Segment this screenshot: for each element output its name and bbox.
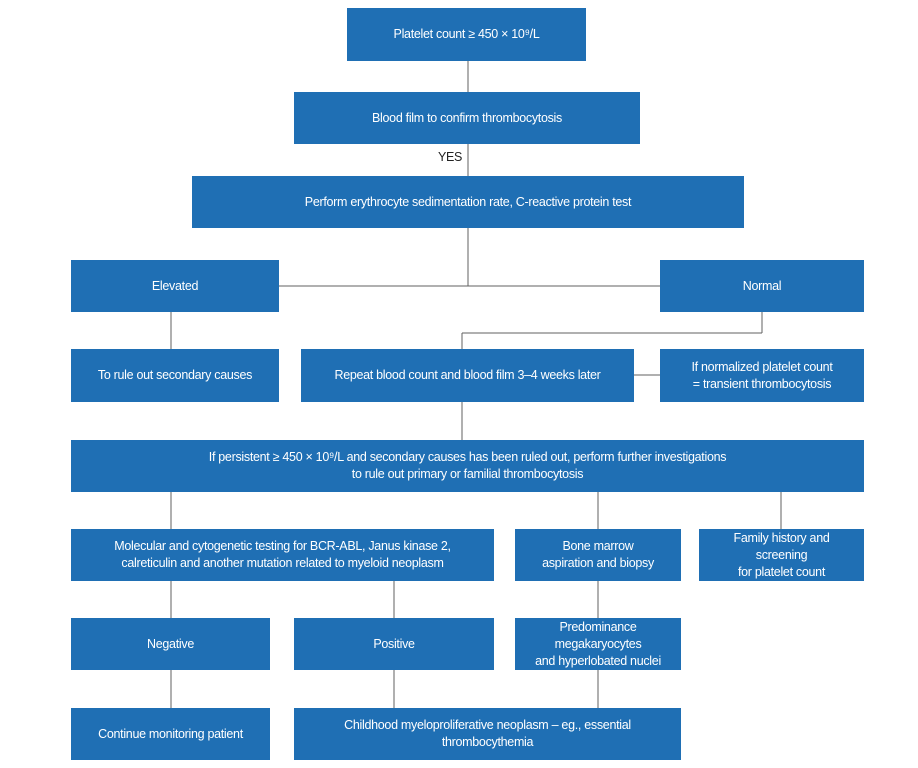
yes-label: YES — [437, 150, 463, 164]
persistent-investigation-text: If persistent ≥ 450 × 10⁹/L and secondar… — [208, 450, 727, 481]
blood-film-box: Blood film to confirm thrombocytosis — [294, 92, 640, 144]
repeat-count-box: Repeat blood count and blood film 3–4 we… — [301, 349, 634, 402]
positive-text: Positive — [373, 636, 415, 651]
positive-box: Positive — [294, 618, 494, 670]
esr-crp-text: Perform erythrocyte sedimentation rate, … — [304, 194, 632, 209]
childhood-mpn-box: Childhood myeloproliferative neoplasm – … — [294, 708, 681, 760]
transient-thrombocytosis-text: If normalized platelet count = transient… — [691, 359, 833, 391]
normal-box: Normal — [660, 260, 864, 312]
molecular-testing-box: Molecular and cytogenetic testing for BC… — [71, 529, 494, 581]
negative-box: Negative — [71, 618, 270, 670]
secondary-causes-box: To rule out secondary causes — [71, 349, 279, 402]
bone-marrow-text: Bone marrow aspiration and biopsy — [542, 539, 654, 570]
transient-thrombocytosis-box: If normalized platelet count = transient… — [660, 349, 864, 402]
normal-text: Normal — [742, 278, 782, 293]
elevated-box: Elevated — [71, 260, 279, 312]
esr-crp-box: Perform erythrocyte sedimentation rate, … — [192, 176, 744, 228]
molecular-testing-text: Molecular and cytogenetic testing for BC… — [114, 539, 451, 570]
continue-monitoring-box: Continue monitoring patient — [71, 708, 270, 760]
family-history-box: Family history and screening for platele… — [699, 529, 864, 581]
persistent-investigation-box: If persistent ≥ 450 × 10⁹/L and secondar… — [71, 440, 864, 492]
bone-marrow-box: Bone marrow aspiration and biopsy — [515, 529, 681, 581]
platelet-count-text: Platelet count ≥ 450 × 10⁹/L — [393, 27, 540, 41]
megakaryocytes-text: Predominance megakaryocytes and hyperlob… — [535, 619, 661, 668]
secondary-causes-text: To rule out secondary causes — [97, 368, 253, 382]
childhood-mpn-text: Childhood myeloproliferative neoplasm – … — [344, 718, 631, 749]
megakaryocytes-box: Predominance megakaryocytes and hyperlob… — [515, 618, 681, 670]
negative-text: Negative — [147, 636, 194, 651]
elevated-text: Elevated — [151, 278, 199, 293]
repeat-count-text: Repeat blood count and blood film 3–4 we… — [334, 368, 601, 382]
continue-monitoring-text: Continue monitoring patient — [98, 726, 243, 741]
blood-film-text: Blood film to confirm thrombocytosis — [372, 110, 562, 125]
family-history-text: Family history and screening for platele… — [733, 530, 830, 579]
platelet-count-box: Platelet count ≥ 450 × 10⁹/L — [347, 8, 586, 61]
